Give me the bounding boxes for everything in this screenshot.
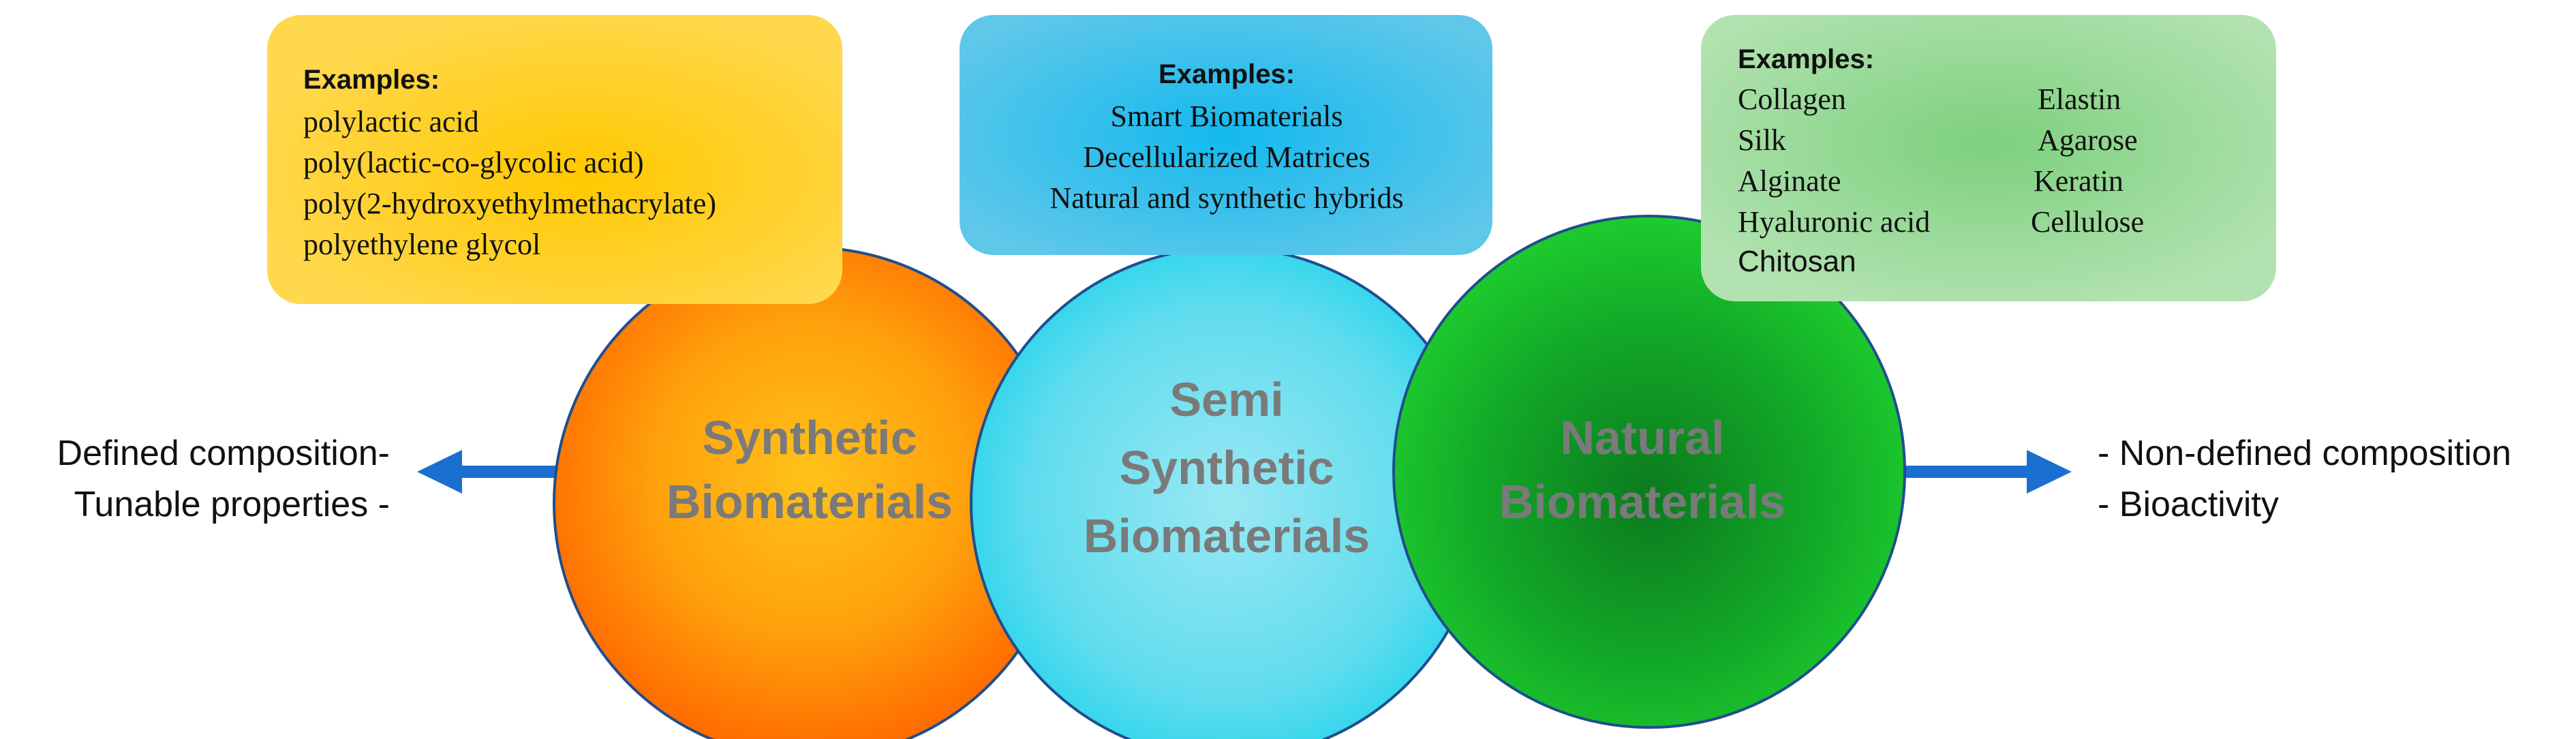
natural-label-line: Natural bbox=[1560, 411, 1724, 464]
example-item: poly(2-hydroxyethylmethacrylate) bbox=[303, 187, 716, 220]
box-heading: Examples: bbox=[1159, 59, 1295, 89]
synthetic-label-line: Biomaterials bbox=[666, 475, 953, 528]
right-property-line: - Non-defined composition bbox=[2098, 434, 2511, 473]
semi-label-line: Synthetic bbox=[1119, 441, 1334, 494]
natural-circle bbox=[1392, 215, 1906, 729]
example-item: Hyaluronic acid bbox=[1738, 205, 1930, 239]
left-property-line: Defined composition- bbox=[57, 434, 390, 473]
example-item: Decellularized Matrices bbox=[1083, 140, 1370, 174]
synthetic-label: Synthetic Biomaterials bbox=[666, 411, 953, 528]
semi-examples-box: Examples: Smart Biomaterials Decellulari… bbox=[960, 15, 1492, 255]
example-item: Silk bbox=[1738, 123, 1786, 157]
example-item: Collagen bbox=[1738, 82, 1846, 116]
example-item: Alginate bbox=[1738, 164, 1841, 198]
synthetic-examples-box: Examples: polylactic acid poly(lactic-co… bbox=[267, 15, 842, 304]
example-item: Smart Biomaterials bbox=[1111, 100, 1343, 133]
semi-label-line: Semi bbox=[1169, 373, 1283, 426]
example-item: polylactic acid bbox=[303, 105, 479, 138]
synthetic-label-line: Synthetic bbox=[702, 411, 917, 464]
natural-label-line: Biomaterials bbox=[1499, 475, 1785, 528]
right-property-line: - Bioactivity bbox=[2098, 485, 2279, 524]
semi-synthetic-label: Semi Synthetic Biomaterials bbox=[1084, 373, 1370, 562]
example-item: Natural and synthetic hybrids bbox=[1049, 181, 1403, 215]
box-heading: Examples: bbox=[1738, 44, 1874, 74]
example-item: Chitosan bbox=[1738, 245, 1856, 278]
example-item: Agarose bbox=[2038, 123, 2138, 157]
right-properties: - Non-defined composition - Bioactivity bbox=[2098, 434, 2511, 524]
example-item: poly(lactic-co-glycolic acid) bbox=[303, 146, 644, 179]
natural-label: Natural Biomaterials bbox=[1499, 411, 1785, 528]
example-item: Elastin bbox=[2038, 82, 2121, 116]
example-item: Keratin bbox=[2034, 164, 2123, 198]
box-heading: Examples: bbox=[303, 65, 440, 95]
left-properties: Defined composition- Tunable properties … bbox=[57, 434, 390, 524]
semi-label-line: Biomaterials bbox=[1084, 509, 1370, 562]
example-item: Cellulose bbox=[2031, 205, 2144, 239]
example-item: polyethylene glycol bbox=[303, 228, 540, 261]
left-property-line: Tunable properties - bbox=[74, 485, 390, 524]
natural-examples-box: Examples: Collagen Silk Alginate Hyaluro… bbox=[1701, 15, 2276, 301]
